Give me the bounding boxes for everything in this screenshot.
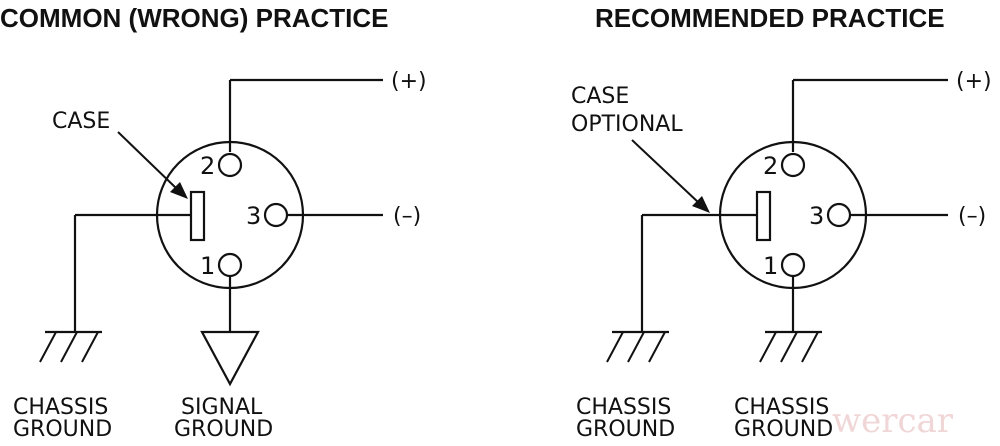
- case-arrow-head: [170, 182, 188, 199]
- chassis-ground-label-line2: GROUND: [576, 417, 675, 442]
- pin3-socket: [826, 202, 852, 228]
- pin1-chassis-ground-symbol: [759, 330, 822, 363]
- case-optional-label-line2: OPTIONAL: [571, 112, 683, 137]
- wrong-practice-title: COMMON (WRONG) PRACTICE: [0, 3, 389, 33]
- chassis-ground-label-line2: GROUND: [13, 417, 112, 442]
- pin3-number: 3: [246, 202, 261, 230]
- signal-ground-label-line1: SIGNAL: [181, 395, 263, 420]
- pin2-number: 2: [200, 152, 215, 180]
- chassis-ground-label-line1: CHASSIS: [13, 395, 108, 420]
- chassis-ground-symbol: [606, 330, 669, 363]
- plus-terminal-label: (+): [391, 69, 427, 94]
- signal-ground-symbol: [200, 330, 260, 387]
- minus-terminal-label: (–): [958, 204, 986, 229]
- pin1-socket: [780, 252, 806, 278]
- minus-terminal-label: (–): [393, 204, 421, 229]
- signal-ground-label-line2: GROUND: [174, 417, 273, 442]
- chassis-ground-label-line1: CHASSIS: [576, 395, 671, 420]
- case-optional-label-line1: CASE: [571, 84, 629, 109]
- plus-terminal-label: (+): [956, 69, 992, 94]
- watermark: wercar: [832, 401, 954, 441]
- pin2-socket: [780, 152, 806, 178]
- case-arrow-line: [631, 139, 700, 204]
- pin1-number: 1: [763, 252, 778, 280]
- case-label: CASE: [52, 109, 110, 134]
- case-arrow-head: [692, 196, 710, 213]
- pin1-ground-label-line1: CHASSIS: [734, 395, 829, 420]
- case-tab: [189, 190, 206, 242]
- case-tab: [755, 190, 772, 242]
- pin1-ground-label-line2: GROUND: [734, 417, 833, 442]
- recommended-practice-title: RECOMMENDED PRACTICE: [595, 3, 945, 33]
- pin1-socket: [217, 252, 243, 278]
- pin3-socket: [263, 202, 289, 228]
- case-arrow-line: [117, 131, 177, 189]
- pin3-number: 3: [809, 202, 824, 230]
- pin2-socket: [217, 152, 243, 178]
- pin1-number: 1: [200, 252, 215, 280]
- pin2-number: 2: [763, 152, 778, 180]
- recommended-practice-panel: RECOMMENDED PRACTICE 2 (+) 3 (–) 1: [571, 3, 992, 442]
- chassis-ground-symbol: [39, 330, 102, 363]
- wrong-practice-panel: COMMON (WRONG) PRACTICE 2 (+) 3 (–) 1: [0, 3, 427, 442]
